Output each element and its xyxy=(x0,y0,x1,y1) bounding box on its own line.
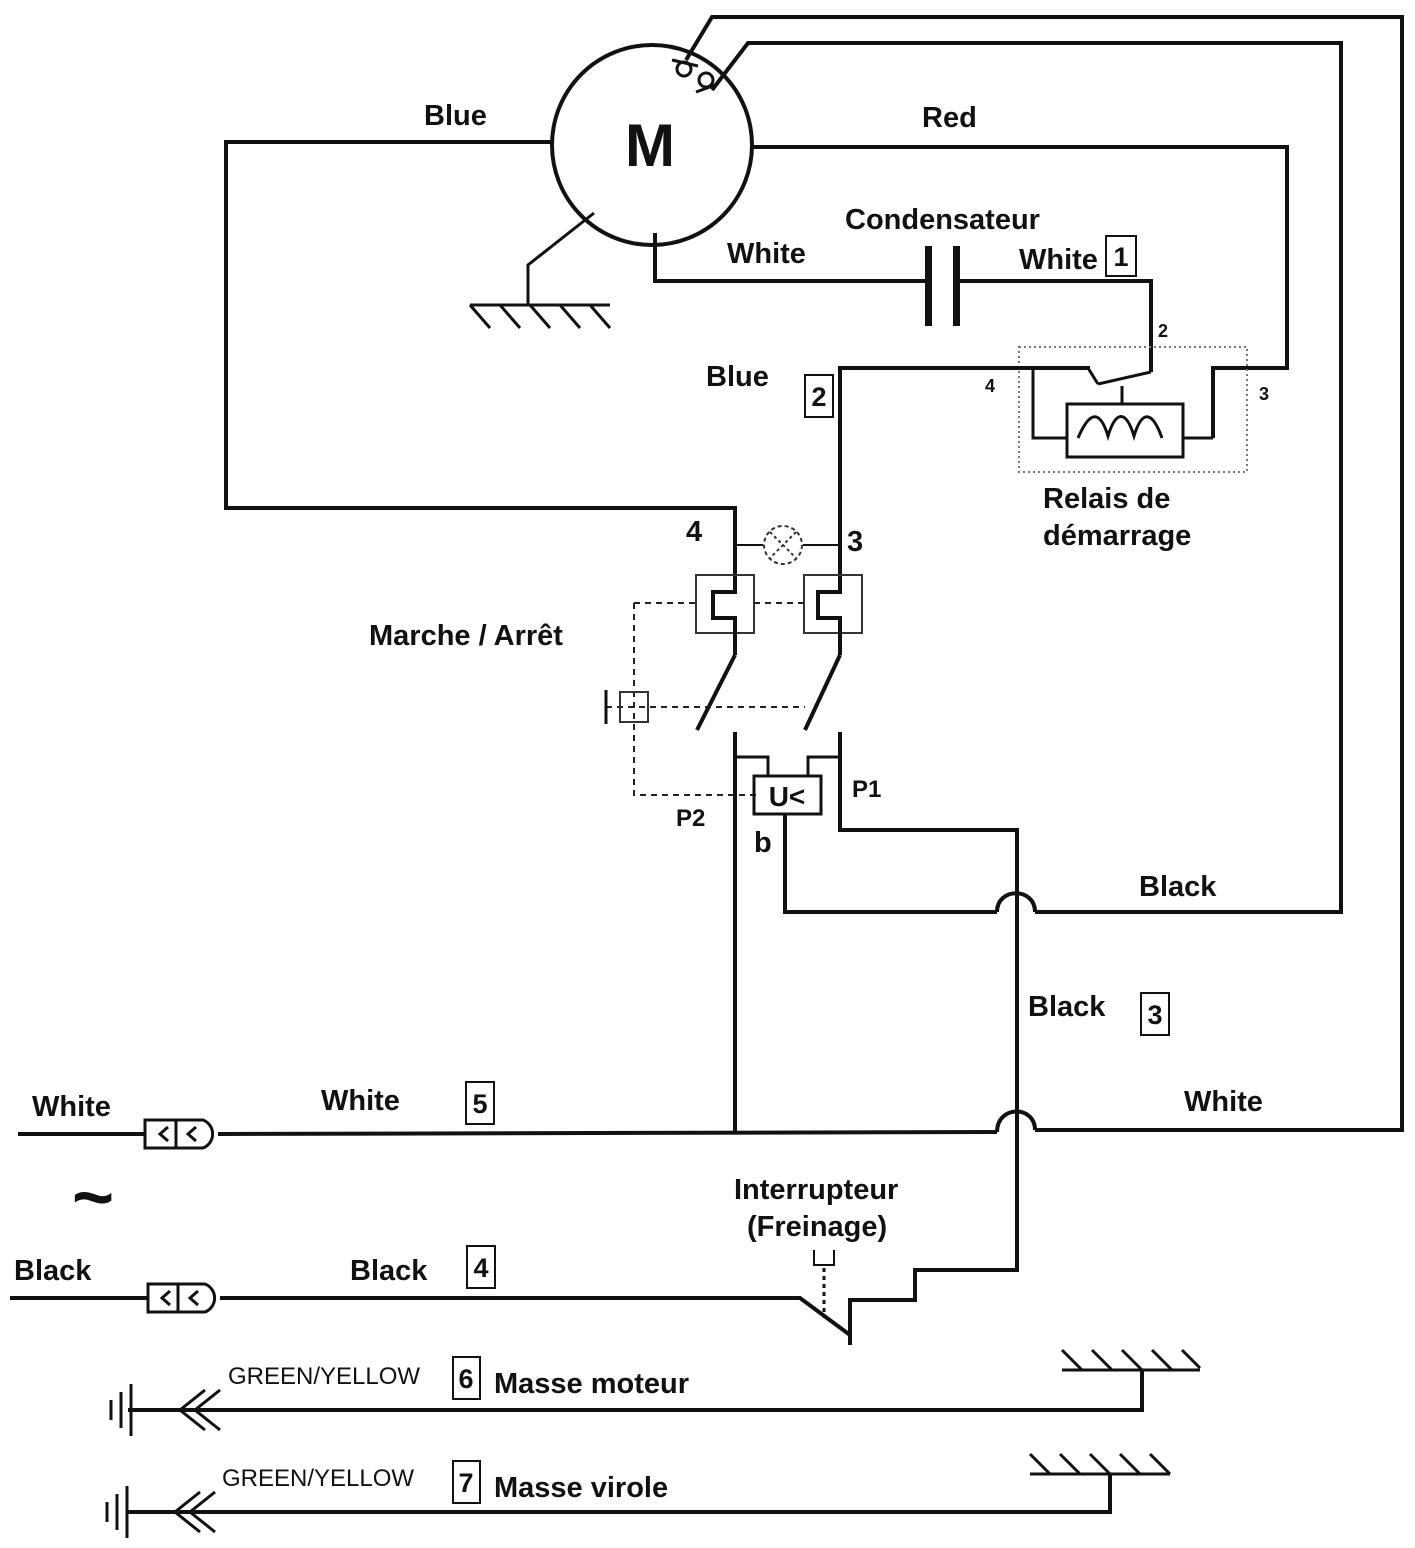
label-relay-line2: démarrage xyxy=(1043,520,1191,552)
main-switch xyxy=(604,574,1019,1132)
label-white-mid: White xyxy=(321,1085,400,1117)
svg-text:4: 4 xyxy=(473,1253,488,1283)
label-white-cap-right: White xyxy=(1019,244,1098,276)
label-blue-mid: Blue xyxy=(706,361,769,393)
terminal-relay-4: 4 xyxy=(985,376,995,396)
connector-black xyxy=(146,1282,217,1314)
crossover-white xyxy=(995,1109,1037,1133)
label-black-mid: Black xyxy=(350,1255,428,1287)
terminal-b: b xyxy=(754,827,772,859)
wire-protector-a xyxy=(684,15,1404,1132)
brake-switch-actuator xyxy=(813,1250,835,1318)
label-black-in: Black xyxy=(14,1255,92,1287)
terminal-relay-3: 3 xyxy=(1259,384,1269,404)
undervoltage-label: U< xyxy=(769,781,806,812)
wire-black-supply xyxy=(10,1296,852,1337)
wire-blue-motor xyxy=(224,140,737,584)
wire-number-4: 4 xyxy=(466,1245,496,1289)
svg-text:5: 5 xyxy=(472,1089,487,1119)
wire-number-3: 3 xyxy=(1140,992,1170,1036)
undervoltage-release: U< xyxy=(735,755,997,914)
svg-text:2: 2 xyxy=(811,382,826,412)
wire-number-6: 6 xyxy=(452,1356,481,1400)
label-ground-ferrule: Masse virole xyxy=(494,1472,668,1504)
wire-red-motor xyxy=(752,145,1289,438)
motor-ground-symbol xyxy=(468,211,612,329)
label-capacitor: Condensateur xyxy=(845,204,1040,236)
terminal-switch-3: 3 xyxy=(847,526,863,558)
ground-line-ferrule xyxy=(105,1452,1172,1538)
connector-white xyxy=(143,1118,215,1150)
terminal-switch-4: 4 xyxy=(686,516,702,548)
crossover-black xyxy=(995,891,1037,913)
label-red-top: Red xyxy=(922,102,977,134)
label-green-yellow-1: GREEN/YELLOW xyxy=(228,1363,420,1390)
label-brake-line2: (Freinage) xyxy=(747,1211,887,1243)
label-white-cap-left: White xyxy=(727,238,806,270)
wire-white-capacitor-right xyxy=(957,279,1153,372)
label-black-right: Black xyxy=(1139,871,1217,903)
label-brake-line1: Interrupteur xyxy=(734,1174,898,1206)
label-black-vertical: Black xyxy=(1028,991,1106,1023)
indicator-lamp xyxy=(735,525,840,565)
capacitor-symbol xyxy=(925,246,960,326)
motor-label: M xyxy=(625,112,675,179)
terminal-p1: P1 xyxy=(852,776,881,803)
ac-symbol: ~ xyxy=(72,1158,114,1238)
svg-text:6: 6 xyxy=(458,1364,473,1394)
label-main-switch: Marche / Arrêt xyxy=(369,620,563,652)
label-blue-top: Blue xyxy=(424,100,487,132)
label-white-right: White xyxy=(1184,1086,1263,1118)
svg-text:3: 3 xyxy=(1147,1000,1162,1030)
terminal-relay-2: 2 xyxy=(1158,321,1168,341)
label-relay-line1: Relais de xyxy=(1043,483,1170,515)
wire-white-supply xyxy=(18,1130,998,1136)
wire-blue-relay xyxy=(838,366,1090,584)
label-ground-motor: Masse moteur xyxy=(494,1368,689,1400)
label-green-yellow-2: GREEN/YELLOW xyxy=(222,1465,414,1492)
label-white-in: White xyxy=(32,1091,111,1123)
ground-line-motor xyxy=(109,1348,1202,1436)
wire-number-1: 1 xyxy=(1105,235,1137,277)
wire-number-7: 7 xyxy=(452,1460,481,1504)
wire-number-2: 2 xyxy=(804,374,834,418)
wire-number-5: 5 xyxy=(465,1081,495,1125)
wire-black-to-brake xyxy=(848,1113,1019,1345)
wire-white-capacitor xyxy=(653,233,929,283)
terminal-p2: P2 xyxy=(676,805,705,832)
svg-text:7: 7 xyxy=(458,1468,473,1498)
wire-protector-b xyxy=(710,41,1343,914)
svg-text:1: 1 xyxy=(1113,242,1128,272)
start-relay xyxy=(1018,346,1248,473)
